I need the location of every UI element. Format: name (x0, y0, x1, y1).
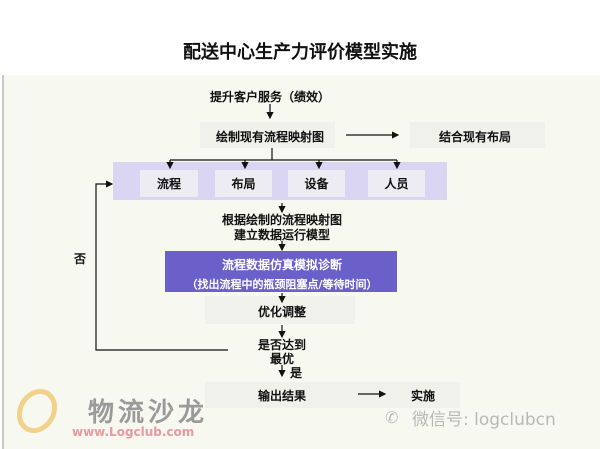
goal-node: 提升客户服务（绩效） (209, 90, 331, 104)
factor-layout: 布局 (215, 170, 272, 197)
simulation-node-line2: （找出流程中的瓶颈阻塞点/等待时间） (186, 278, 378, 291)
check-node-line2: 最优 (269, 352, 295, 366)
map-node: 绘制现有流程映射图 (215, 130, 325, 144)
implement-node: 实施 (410, 389, 436, 403)
page-title: 配送中心生产力评价模型实施 (183, 42, 417, 63)
layout-node: 结合现有布局 (438, 130, 512, 144)
factor-staff: 人员 (368, 170, 425, 197)
optimize-node: 优化调整 (257, 305, 307, 319)
wechat-id: 微信号: logclubcn (412, 410, 556, 430)
simulation-box (165, 251, 397, 292)
logo-url: www.Logclub.com (72, 425, 195, 439)
output-node: 输出结果 (257, 389, 307, 403)
yes-label: 是 (289, 366, 303, 380)
map-box (200, 122, 335, 148)
model-node-line2: 建立数据运行模型 (233, 228, 331, 242)
model-node-line1: 根据绘制的流程映射图 (221, 213, 343, 227)
simulation-node-line1: 流程数据仿真模拟诊断 (221, 258, 343, 272)
layout-box (410, 122, 545, 148)
wechat-icon: ✆ (385, 408, 399, 427)
check-node-line1: 是否达到 (257, 338, 307, 352)
factor-equipment: 设备 (288, 170, 345, 197)
output-box (205, 382, 460, 408)
logo-text: 物流沙龙 (88, 398, 209, 428)
factor-process: 流程 (140, 170, 198, 197)
no-label: 否 (73, 252, 87, 266)
